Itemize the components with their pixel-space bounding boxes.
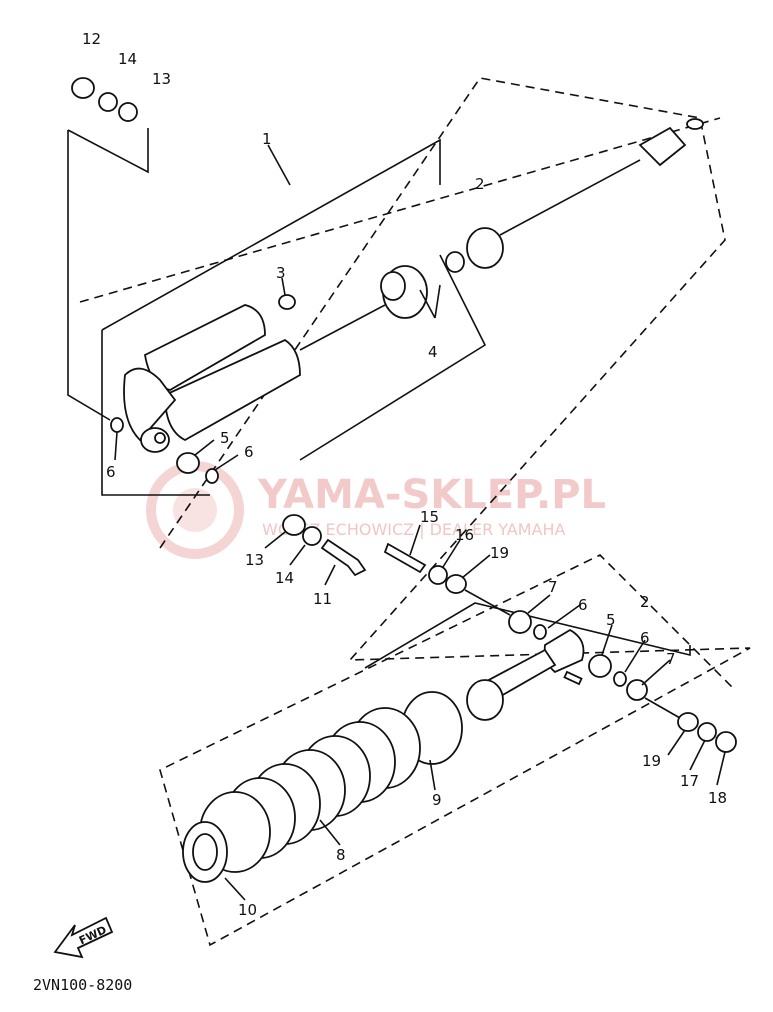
diagram-part-code: 2VN100-8200 — [33, 976, 132, 994]
callout-13-mid: 13 — [245, 551, 264, 569]
callout-5: 5 — [220, 429, 230, 447]
callout-6-left: 6 — [106, 463, 116, 481]
part-6-clip-upper — [205, 468, 219, 484]
part-1-damper-body — [123, 265, 428, 453]
callout-6-lower: 6 — [578, 596, 588, 614]
shock-rod-upper — [445, 118, 704, 273]
callout-13: 13 — [152, 70, 171, 88]
part-14-washer — [98, 92, 118, 112]
part-19-nut-upper — [445, 574, 467, 594]
callout-10: 10 — [238, 901, 257, 919]
assembly-boundary-outer — [79, 77, 751, 947]
part-5-bushing-upper — [176, 452, 200, 474]
callout-5-lower: 5 — [606, 611, 616, 629]
lower-mount-hardware — [508, 610, 737, 753]
callout-labels: 12 14 13 1 2 3 4 5 6 6 13 14 11 15 16 19… — [82, 30, 727, 919]
part-17-washer — [697, 722, 717, 742]
callout-6-right: 6 — [640, 629, 650, 647]
part-19-nut-lower — [677, 712, 699, 732]
part-14-washer-mid — [302, 526, 322, 546]
callout-17: 17 — [680, 772, 699, 790]
part-6-clip-left — [110, 417, 124, 433]
top-left-fasteners — [71, 77, 138, 122]
leader-lines — [114, 277, 726, 901]
part-13-collar — [118, 102, 138, 122]
part-3-valve — [278, 294, 296, 310]
callout-19: 19 — [490, 544, 509, 562]
fwd-arrow-icon — [53, 916, 114, 959]
callout-19-lower: 19 — [642, 752, 661, 770]
part-15-bolt — [383, 542, 427, 574]
watermark-subtitle: WOLSZ ECHOWICZ | DEALER YAMAHA — [262, 520, 566, 539]
callout-3: 3 — [276, 264, 286, 282]
part-12-nut — [71, 77, 95, 99]
callout-9: 9 — [432, 791, 442, 809]
callout-4: 4 — [428, 343, 438, 361]
rubber-bump-stop — [638, 126, 687, 167]
callout-11: 11 — [313, 590, 332, 608]
part-18-nut — [715, 731, 737, 753]
callout-7-right: 7 — [666, 650, 676, 668]
callout-8: 8 — [336, 846, 346, 864]
part-13-collar-mid — [282, 514, 306, 536]
callout-6: 6 — [244, 443, 254, 461]
part-6-clip-lower-left — [533, 624, 547, 640]
callout-14-mid: 14 — [275, 569, 294, 587]
callout-15: 15 — [420, 508, 439, 526]
callout-2-lower: 2 — [640, 593, 650, 611]
part-7-bushing-left — [508, 610, 532, 634]
part-8-coil-spring — [199, 707, 421, 873]
spring-assembly — [182, 648, 557, 883]
part-6-clip-lower-right — [613, 671, 627, 687]
assembly-boundary-inner — [67, 128, 691, 669]
callout-12: 12 — [82, 30, 101, 48]
part-11-bolt — [320, 538, 367, 577]
callout-1: 1 — [262, 130, 272, 148]
part-16-washer — [428, 565, 448, 585]
callout-7: 7 — [548, 578, 558, 596]
callout-18: 18 — [708, 789, 727, 807]
part-5-bushing-lower — [588, 654, 612, 678]
part-2-seal — [466, 227, 504, 269]
watermark-title: YAMA-SKLEP.PL — [257, 472, 606, 518]
watermark: YAMA-SKLEP.PL WOLSZ ECHOWICZ | DEALER YA… — [146, 461, 606, 559]
callout-2: 2 — [475, 175, 485, 193]
callout-14: 14 — [118, 50, 137, 68]
mounting-hardware-middle — [110, 417, 511, 616]
callout-16: 16 — [455, 526, 474, 544]
fwd-arrow: FWD — [53, 916, 114, 959]
